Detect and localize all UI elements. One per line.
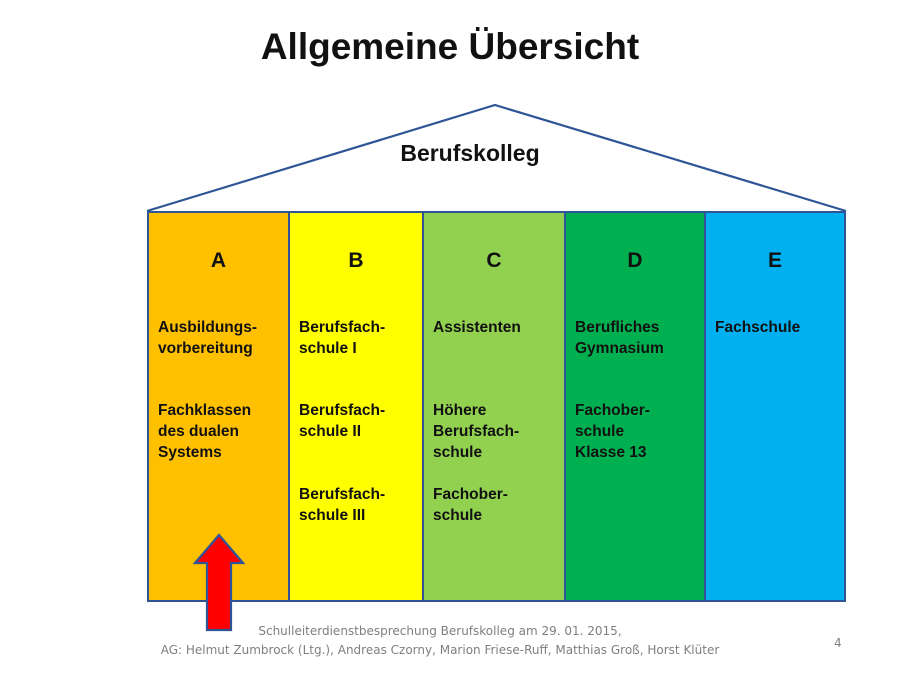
footer-line-2: AG: Helmut Zumbrock (Ltg.), Andreas Czor… xyxy=(160,643,720,657)
column-item: Fachschule xyxy=(715,319,801,336)
columns-container: A Ausbildungs- vorbereitung Fachklassen … xyxy=(147,211,846,602)
column-item: Berufsfach- schule I xyxy=(299,319,386,357)
column-item: Höhere Berufsfach- schule xyxy=(433,402,520,461)
column-letter: D xyxy=(627,249,643,272)
column-item: Berufsfach- schule III xyxy=(299,486,386,524)
column-letter: E xyxy=(767,249,782,272)
column-letter: C xyxy=(486,249,502,272)
page-number: 4 xyxy=(834,636,842,650)
column-item: Fachober- schule Klasse 13 xyxy=(575,402,650,461)
column-item: Fachober- schule xyxy=(433,486,508,524)
footer-line-1: Schulleiterdienstbesprechung Berufskolle… xyxy=(258,624,622,638)
footer: Schulleiterdienstbesprechung Berufskolle… xyxy=(100,622,780,660)
column-c: C Assistenten Höhere Berufsfach- schule … xyxy=(424,213,566,600)
column-a: A Ausbildungs- vorbereitung Fachklassen … xyxy=(149,213,290,600)
column-item: Assistenten xyxy=(433,319,521,336)
column-letter: B xyxy=(348,249,364,272)
column-e: E Fachschule xyxy=(706,213,844,600)
column-item: Fachklassen des dualen Systems xyxy=(158,402,252,461)
column-d: D Berufliches Gymnasium Fachober- schule… xyxy=(566,213,706,600)
column-b: B Berufsfach- schule I Berufsfach- schul… xyxy=(290,213,424,600)
slide-title: Allgemeine Übersicht xyxy=(260,26,640,67)
column-letter: A xyxy=(210,249,227,272)
up-arrow-icon xyxy=(193,533,245,632)
roof-label: Berufskolleg xyxy=(400,140,540,166)
column-item: Berufsfach- schule II xyxy=(299,402,386,440)
column-item: Ausbildungs- vorbereitung xyxy=(158,319,258,357)
column-item: Berufliches Gymnasium xyxy=(575,319,664,357)
